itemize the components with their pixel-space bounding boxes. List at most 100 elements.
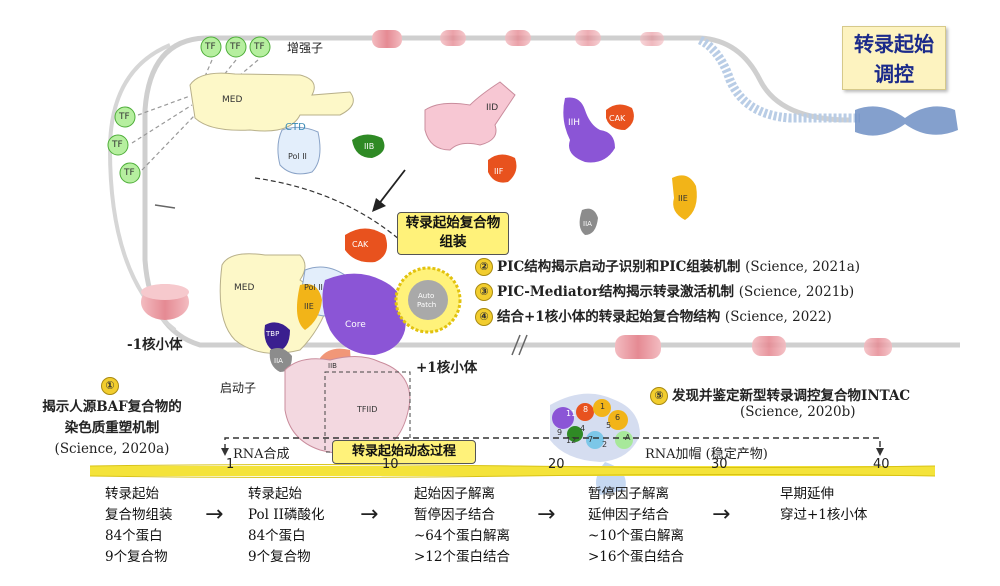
finding-text: 结合+1核小体的转录起始复合物结构 xyxy=(497,309,721,325)
pic-assembly xyxy=(219,228,462,455)
tf-label: TF xyxy=(119,112,130,122)
pic-cak-label: CAK xyxy=(352,240,369,249)
intac-subunit: 8 xyxy=(583,405,589,414)
iid-blob xyxy=(424,81,516,151)
step-arrow: → xyxy=(205,502,224,527)
step-arrow: → xyxy=(537,502,556,527)
intac-subunit: 1 xyxy=(600,402,606,411)
step-line: 起始因子解离 xyxy=(414,486,495,502)
med-blob xyxy=(189,72,354,132)
axis-tick: 20 xyxy=(548,457,565,472)
step-line: 84个蛋白 xyxy=(105,528,163,544)
tf-label: TF xyxy=(205,42,216,52)
tf-circles xyxy=(107,36,271,184)
intac-subunit: 9 xyxy=(557,428,563,437)
step-line: 暂停因子解离 xyxy=(588,486,669,502)
rna-capping-label: RNA加帽 (稳定产物) xyxy=(645,447,768,462)
dna-strand-left xyxy=(142,35,960,348)
iif-label: IIF xyxy=(494,167,504,176)
pic-core xyxy=(322,273,406,355)
pic-core-label: Core xyxy=(345,320,366,330)
tf-label: TF xyxy=(254,42,265,52)
intac-subunit: 4 xyxy=(580,424,586,433)
step-4: 暂停因子解离 延伸因子结合 ~10个蛋白解离 >16个蛋白结合 xyxy=(588,484,684,568)
cak-label: CAK xyxy=(609,114,626,123)
chromosome-icon xyxy=(855,106,958,136)
step-line: ~10个蛋白解离 xyxy=(588,528,684,544)
pic-patch-label: Patch xyxy=(417,301,437,309)
step-line: ~64个蛋白解离 xyxy=(414,528,510,544)
intac-subunit: 7 xyxy=(588,435,594,444)
enhancer-label: 增强子 xyxy=(287,41,324,55)
intac-subunit: 12 xyxy=(566,436,577,445)
finding-text: PIC结构揭示启动子识别和PIC组装机制 xyxy=(497,259,741,275)
finding-number: ⑤ xyxy=(650,387,668,405)
chromatin-fiber xyxy=(697,35,860,123)
nucleosomes-bottom xyxy=(615,335,892,359)
pic-tfiid-label: TFIID xyxy=(357,405,378,414)
iie-label: IIE xyxy=(678,194,688,203)
step-line: 9个复合物 xyxy=(105,549,168,565)
ctd-label: CTD xyxy=(285,122,306,133)
step-arrow: → xyxy=(712,502,731,527)
iid-label: IID xyxy=(486,103,499,113)
step-5: 早期延伸 穿过+1核小体 xyxy=(780,484,867,526)
step-line: 早期延伸 xyxy=(780,486,834,502)
finding-cite: (Science, 2021a) xyxy=(745,259,861,275)
nucleosome-plus1-label: +1核小体 xyxy=(416,360,478,376)
step-line: >12个蛋白结合 xyxy=(414,549,510,565)
step-line: 转录起始 xyxy=(105,486,159,502)
step-line: 转录起始 xyxy=(248,486,302,502)
page-title: 转录起始 调控 xyxy=(854,32,934,86)
finding-cite: (Science, 2021b) xyxy=(738,284,855,300)
tf-label: TF xyxy=(124,168,135,178)
step-line: 延伸因子结合 xyxy=(588,507,669,523)
intac-subunit: 6 xyxy=(615,413,621,422)
pic-iib-label: IIB xyxy=(328,362,337,370)
iib-label: IIB xyxy=(364,142,375,151)
step-line: >16个蛋白结合 xyxy=(588,549,684,565)
finding-cite: (Science, 2022) xyxy=(724,309,832,325)
finding-5-cite: (Science, 2020b) xyxy=(740,404,856,420)
step-line: 复合物组装 xyxy=(105,507,173,523)
finding-text: 发现并鉴定新型转录调控复合物INTAC xyxy=(672,388,911,404)
step-1: 转录起始 复合物组装 84个蛋白 9个复合物 xyxy=(105,484,173,568)
step-3: 起始因子解离 暂停因子结合 ~64个蛋白解离 >12个蛋白结合 xyxy=(414,484,510,568)
step-2: 转录起始 Pol II磷酸化 84个蛋白 9个复合物 xyxy=(248,484,324,568)
step-line: 暂停因子结合 xyxy=(414,507,495,523)
finding-number: ② xyxy=(475,258,493,276)
step-line: 84个蛋白 xyxy=(248,528,306,544)
med-label: MED xyxy=(222,95,243,105)
assembly-box: 转录起始复合物 组装 xyxy=(397,212,509,255)
axis-tick: 40 xyxy=(873,457,890,472)
finding-number: ① xyxy=(101,377,119,395)
pol2-blob xyxy=(277,126,321,175)
pic-iia-label: IIA xyxy=(274,357,283,365)
iih-label: IIH xyxy=(568,118,581,128)
promoter-label: 启动子 xyxy=(220,381,257,395)
finding-number: ③ xyxy=(475,283,493,301)
tf-label: TF xyxy=(230,42,241,52)
intac-subunit: A xyxy=(625,433,631,442)
finding-text: PIC-Mediator结构揭示转录激活机制 xyxy=(497,284,735,300)
pic-pol2-label: Pol II xyxy=(304,283,323,292)
pic-tbp-label: TBP xyxy=(266,330,280,338)
intac-subunit: 11 xyxy=(566,409,577,418)
pic-auto-label: Auto xyxy=(418,292,435,300)
rna-synthesis-label: RNA合成 xyxy=(233,447,290,462)
finding-cite: (Science, 2020a) xyxy=(54,441,170,457)
assembly-label: 转录起始复合物 组装 xyxy=(405,215,501,250)
nucleosome-minus1 xyxy=(141,284,189,320)
step-arrow: → xyxy=(360,502,379,527)
pic-med xyxy=(219,253,331,354)
dynamic-process-label: 转录起始动态过程 xyxy=(351,444,456,459)
title-box: 转录起始 调控 xyxy=(842,26,946,90)
step-line: Pol II磷酸化 xyxy=(248,507,325,523)
iih-blob xyxy=(563,97,615,163)
step-line: 穿过+1核小体 xyxy=(780,507,868,523)
nucleosomes-top xyxy=(372,30,664,48)
finding-text: 染色质重塑机制 xyxy=(64,420,160,436)
